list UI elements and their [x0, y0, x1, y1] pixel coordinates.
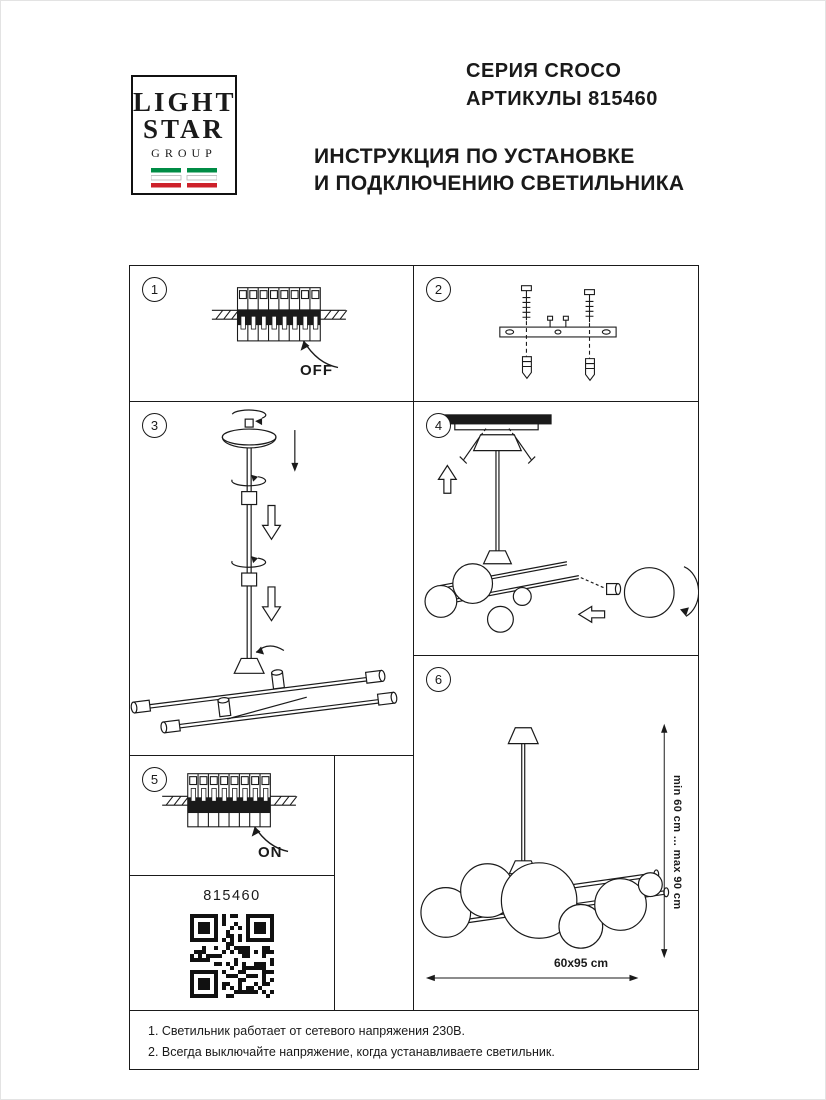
canopy-and-shade-drawing: [424, 414, 698, 633]
rod-assembly-drawing: [130, 409, 398, 734]
mounting-bracket-drawing: [499, 285, 617, 382]
step-6-number: 6: [426, 667, 451, 692]
step-1-panel: 1 OFF: [129, 265, 414, 402]
instruction-title-line2: И ПОДКЛЮЧЕНИЮ СВЕТИЛЬНИКА: [314, 172, 685, 195]
step-6-panel: 6: [413, 655, 699, 1011]
article-number-title: АРТИКУЛЫ 815460: [466, 88, 658, 110]
instruction-title: ИНСТРУКЦИЯ ПО УСТАНОВКЕ И ПОДКЛЮЧЕНИЮ СВ…: [314, 143, 684, 197]
step-3-panel: 3: [129, 401, 414, 756]
off-label: OFF: [300, 362, 333, 379]
footer-notes-panel: 1. Светильник работает от сетевого напря…: [129, 1010, 699, 1070]
article-number: 815460: [203, 888, 261, 904]
height-dimension-label: min 60 cm ... max 90 cm: [671, 774, 683, 910]
footer-note-2: 2. Всегда выключайте напряжение, когда у…: [148, 1045, 555, 1059]
lightstar-logo: LIGHT STAR GROUP: [131, 75, 237, 195]
flag-stripe-white: [151, 175, 182, 181]
step-4-number: 4: [426, 413, 451, 438]
step-3-number: 3: [142, 413, 167, 438]
on-label: ON: [258, 844, 283, 861]
footer-note-1: 1. Светильник работает от сетевого напря…: [148, 1024, 465, 1038]
flag-stripe-green: [151, 168, 181, 173]
logo-word-star: STAR: [142, 114, 226, 144]
step-2-number: 2: [426, 277, 451, 302]
italian-flag-icon: [151, 168, 217, 188]
assembled-chandelier-drawing: [420, 723, 670, 982]
flag-stripe-red: [151, 183, 181, 188]
qr-code: [190, 914, 274, 998]
breaker-toggles-up: [190, 788, 269, 802]
article-qr-panel: 815460: [129, 875, 335, 1011]
step-5-panel: 5 ON: [129, 755, 335, 876]
breaker-toggles-down: [240, 315, 319, 330]
breaker-panel-on-drawing: [162, 773, 298, 853]
step-5-number: 5: [142, 767, 167, 792]
series-block: СЕРИЯ CROCO АРТИКУЛЫ 815460: [466, 57, 658, 113]
breaker-panel-off-drawing: [211, 287, 348, 369]
step-2-panel: 2: [413, 265, 699, 402]
glass-globes: [420, 862, 663, 949]
logo-word-light: LIGHT: [133, 87, 237, 117]
logo-word-group: GROUP: [151, 146, 217, 160]
instruction-title-line1: ИНСТРУКЦИЯ ПО УСТАНОВКЕ: [314, 145, 635, 168]
series-title: СЕРИЯ CROCO: [466, 60, 622, 82]
step-1-number: 1: [142, 277, 167, 302]
step-4-panel: 4: [413, 401, 699, 656]
width-dimension-label: 60x95 cm: [554, 956, 609, 970]
